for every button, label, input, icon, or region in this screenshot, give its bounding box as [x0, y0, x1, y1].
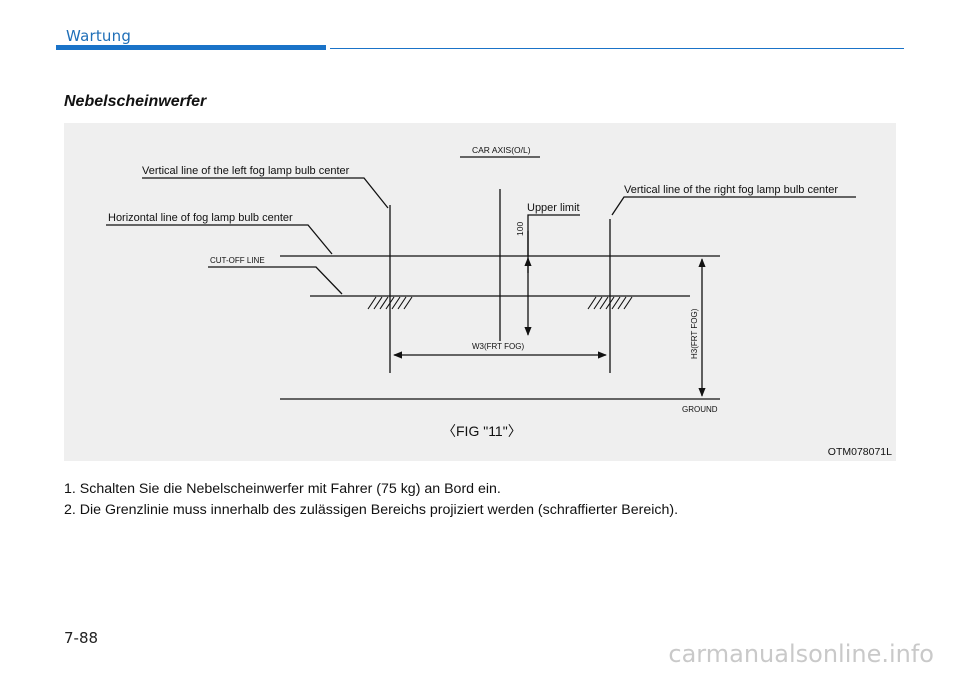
horizontal-leader [106, 224, 333, 255]
upper-limit-leader [527, 214, 580, 256]
instruction-list: 1. Schalten Sie die Nebelscheinwerfer mi… [64, 479, 678, 521]
list-item: 2. Die Grenzlinie muss innerhalb des zul… [64, 502, 679, 518]
right-vertical-leader [611, 196, 856, 216]
cutoff-leader [208, 266, 343, 295]
left-vertical-leader [142, 177, 389, 209]
ground-label: GROUND [682, 405, 718, 414]
upper-limit-label: Upper limit [527, 202, 580, 214]
left-vertical-label: Vertical line of the left fog lamp bulb … [142, 165, 350, 177]
h3-label: H3(FRT FOG) [690, 308, 699, 359]
w3-label: W3(FRT FOG) [472, 342, 524, 351]
right-hatch [587, 296, 633, 310]
horizontal-label: Horizontal line of fog lamp bulb center [108, 212, 293, 224]
left-hatch [367, 296, 413, 310]
value-100-label: 100 [515, 222, 525, 236]
figure-caption: 〈FIG "11"〉 [442, 423, 522, 439]
header-rule-thin [330, 48, 904, 49]
cutoff-label: CUT-OFF LINE [210, 256, 265, 265]
figure-box: CAR AXIS(O/L) Vertical line of the left … [64, 123, 896, 461]
fog-lamp-aiming-diagram: CAR AXIS(O/L) Vertical line of the left … [106, 145, 856, 439]
figure-code: OTM078071L [827, 446, 892, 458]
watermark: carmanualsonline.info [668, 640, 934, 668]
car-axis-label: CAR AXIS(O/L) [472, 145, 531, 155]
header-rule-thick [56, 45, 326, 50]
page-number: 7-88 [64, 629, 99, 647]
list-item: 1. Schalten Sie die Nebelscheinwerfer mi… [64, 481, 501, 497]
right-vertical-label: Vertical line of the right fog lamp bulb… [624, 184, 838, 196]
section-title: Wartung [66, 27, 132, 45]
page-title: Nebelscheinwerfer [64, 93, 207, 110]
